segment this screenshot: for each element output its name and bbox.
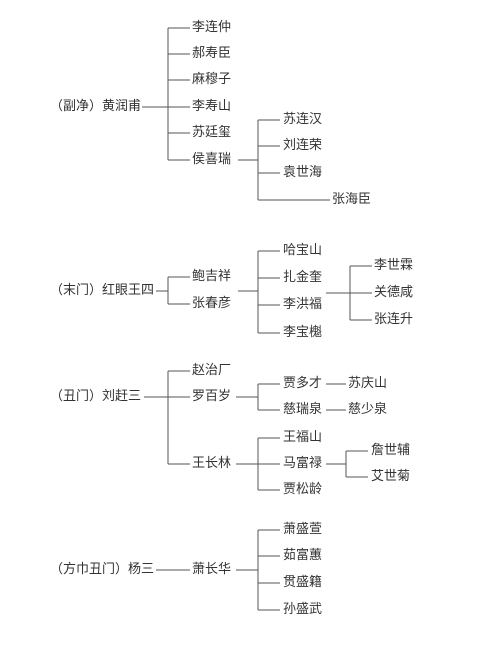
node-label: 苏廷玺 [192,125,232,140]
root-label: （副净）黄润甫 [50,99,142,114]
node-label: 慈少泉 [348,402,388,417]
node-label: 李世霖 [374,258,414,273]
node-label: 李宝櫆 [283,325,323,340]
node-label: 李洪福 [283,297,323,312]
node-label: 关德咸 [374,285,414,300]
node-label: 艾世菊 [371,469,411,484]
node-label: 麻穆子 [192,72,232,87]
node-label: 李寿山 [192,99,232,114]
root-label: （丑门）刘赶三 [50,389,142,404]
node-label: 茹富蕙 [283,548,323,563]
node-label: 贾松龄 [283,482,323,497]
node-label: 袁世海 [283,165,323,180]
node-label: 萧长华 [192,562,232,577]
node-label: 苏连汉 [283,112,323,127]
node-label: 鲍吉祥 [192,269,232,284]
node-label: 哈宝山 [283,243,323,258]
root-label: （末门）红眼王四 [50,283,155,298]
node-label: 郝寿臣 [192,46,232,61]
node-label: 孙盛武 [283,602,323,617]
node-label: 王福山 [283,430,323,445]
node-label: 詹世辅 [371,443,411,458]
node-label: 李连仲 [192,20,232,35]
node-label: 赵治厂 [192,363,232,378]
node-label: 贯盛籍 [283,575,323,590]
node-label: 苏庆山 [348,376,388,391]
node-label: 罗百岁 [192,389,232,404]
node-label: 萧盛萱 [283,522,323,537]
node-label: 王长林 [192,456,232,471]
node-label: 刘连荣 [283,138,323,153]
node-label: 侯喜瑞 [192,152,232,167]
node-label: 贾多才 [283,376,323,391]
node-label: 马富禄 [283,456,323,471]
node-label: 张海臣 [332,192,372,207]
node-label: 张连升 [374,312,414,327]
root-label: （方巾丑门）杨三 [50,562,155,577]
node-label: 扎金奎 [283,270,323,285]
node-label: 张春彦 [192,296,232,311]
node-label: 慈瑞泉 [283,402,323,417]
